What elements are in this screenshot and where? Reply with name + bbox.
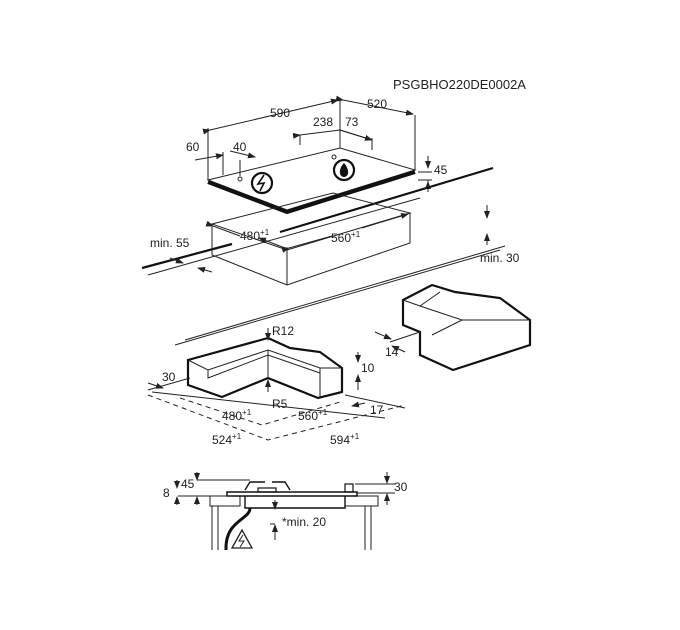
dim-r12: R12 <box>272 324 294 338</box>
ed-outer-depth: 524+1 <box>212 432 242 447</box>
dim-60: 60 <box>186 140 200 154</box>
dim-17: 17 <box>370 403 384 417</box>
dim-40: 40 <box>233 140 247 154</box>
sec-45: 45 <box>181 477 195 491</box>
edge-detail-left: R12 R5 10 30 17 480+1 560+1 524+1 594+1 <box>147 324 406 447</box>
countertop-cutout: 480+1 560+1 min. 55 min. 30 <box>141 166 520 346</box>
dim-30: 30 <box>162 370 176 384</box>
cutout-depth: 480+1 <box>240 228 270 243</box>
dim-r5: R5 <box>272 397 288 411</box>
sec-min-20: *min. 20 <box>282 515 326 529</box>
ed-depth: 480+1 <box>222 408 252 423</box>
cutout-width: 560+1 <box>331 230 361 245</box>
ed-outer-width: 594+1 <box>330 432 360 447</box>
drawing-code: PSGBHO220DE0002A <box>393 77 526 92</box>
dim-width: 590 <box>270 106 290 120</box>
dim-73: 73 <box>345 115 359 129</box>
dim-depth: 520 <box>367 97 387 111</box>
section-view: 45 8 30 *min. 20 <box>163 472 408 551</box>
ed-width: 560+1 <box>298 408 328 423</box>
min-front: min. 55 <box>150 236 190 250</box>
sec-30: 30 <box>394 480 408 494</box>
flame-icon <box>332 158 356 182</box>
electric-warning-icon <box>230 528 254 549</box>
hob: 590 520 238 73 60 40 45 <box>186 95 448 215</box>
sec-8: 8 <box>163 486 170 500</box>
dim-10: 10 <box>361 361 375 375</box>
dim-45: 45 <box>434 163 448 177</box>
dim-14: 14 <box>385 345 399 359</box>
min-side: min. 30 <box>480 251 520 265</box>
lightning-icon <box>250 171 274 195</box>
dim-238: 238 <box>313 115 333 129</box>
edge-detail-right: 14 <box>374 283 532 372</box>
